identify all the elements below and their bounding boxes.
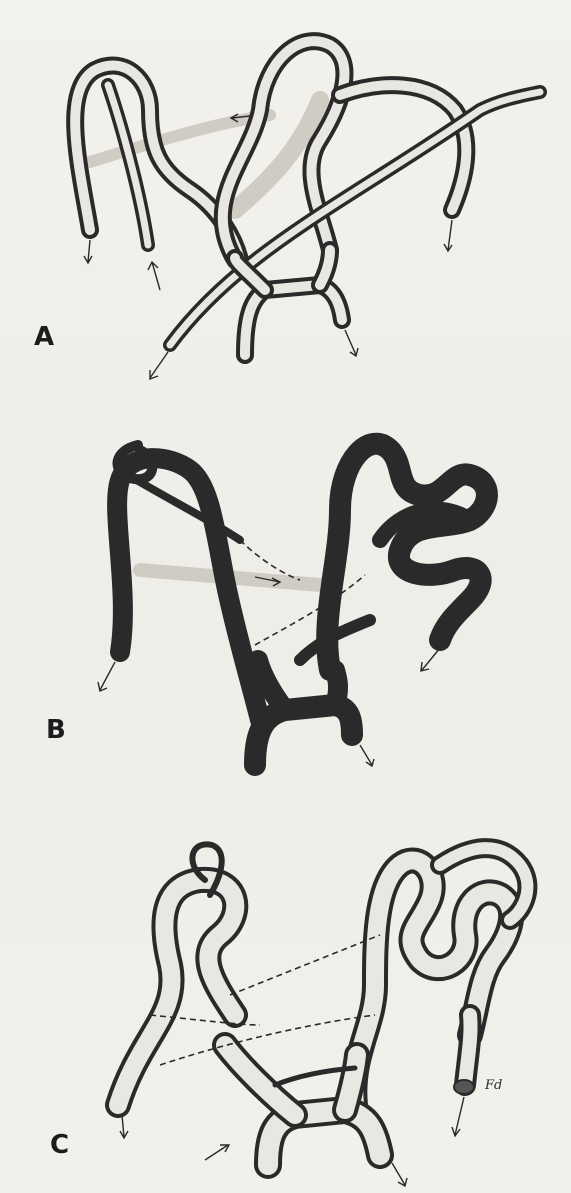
panel-a: A: [0, 0, 571, 390]
panel-a-label: A: [34, 322, 54, 352]
panel-b-right-coil: [300, 444, 487, 670]
panel-c: C Fd: [0, 785, 571, 1193]
panel-c-dashed-links: [150, 935, 380, 1065]
panel-c-left-loop: [118, 844, 235, 1105]
panel-c-label: C: [50, 1130, 69, 1160]
panel-c-bifurcation: [225, 1045, 380, 1165]
panel-a-bifurcation: [235, 250, 342, 355]
panel-c-right-coil: [354, 848, 527, 1105]
panel-b: B: [0, 390, 571, 785]
panel-b-bifurcation: [255, 660, 352, 765]
artist-signature: Fd: [485, 1078, 502, 1093]
panel-b-label: B: [46, 715, 66, 745]
panel-b-illustration: [0, 390, 571, 785]
panel-c-illustration: [0, 785, 571, 1193]
panel-a-illustration: [0, 0, 571, 390]
